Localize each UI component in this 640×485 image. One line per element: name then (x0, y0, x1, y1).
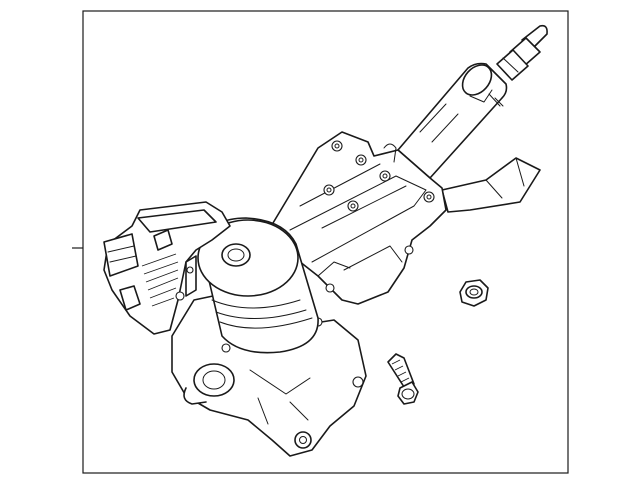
mounting-bracket (269, 131, 447, 305)
bracket-bolt-hole (379, 170, 391, 182)
column-shaft (397, 24, 548, 179)
bracket-bolt-hole (404, 245, 414, 255)
control-module (103, 201, 231, 335)
steering-column-assembly (103, 24, 548, 457)
bracket-bolt-hole (347, 200, 359, 212)
diagram-frame (82, 10, 569, 474)
bracket-bolt-hole (423, 191, 435, 203)
bracket-bolt-hole (355, 154, 367, 166)
mounting-bolt (387, 353, 419, 405)
bracket-bolt-hole (323, 184, 335, 196)
flange-nut (459, 279, 489, 307)
assist-motor (197, 217, 319, 354)
bracket-bolt-hole (325, 283, 335, 293)
bracket-bolt-hole (331, 140, 343, 152)
